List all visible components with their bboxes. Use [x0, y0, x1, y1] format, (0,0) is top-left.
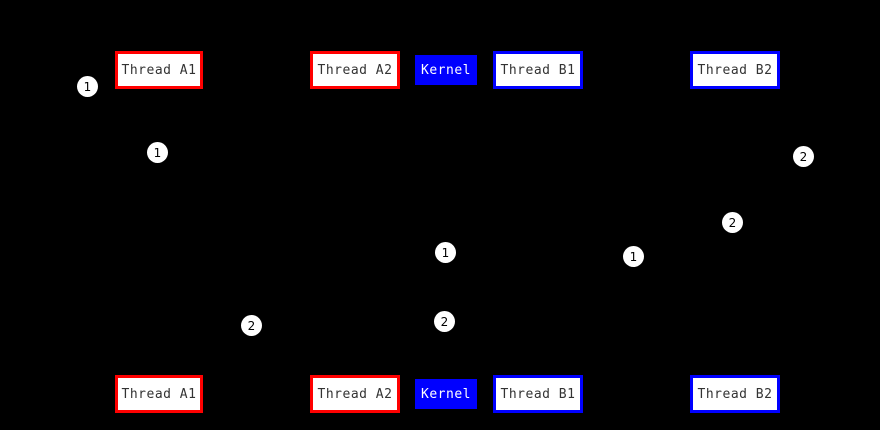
participant-thread-a2-bottom[interactable]: Thread A2	[310, 375, 400, 413]
participant-thread-a1-bottom[interactable]: Thread A1	[115, 375, 203, 413]
lifeline-thread-a1	[159, 89, 160, 375]
stub-bottom-thread-a2	[354, 372, 356, 375]
message-arrow-3	[355, 322, 446, 323]
stub-top-thread-b2	[734, 88, 736, 91]
step-badge-1a: 1	[77, 76, 98, 97]
step-number: 1	[83, 79, 92, 94]
participant-kernel-bottom[interactable]: Kernel	[415, 379, 477, 409]
participant-label: Thread B2	[697, 386, 773, 402]
participant-kernel-top[interactable]: Kernel	[415, 55, 477, 85]
lifeline-kernel	[446, 89, 447, 375]
step-badge-1d: 1	[623, 246, 644, 267]
step-number: 1	[629, 249, 638, 264]
participant-label: Thread A2	[317, 386, 393, 402]
step-badge-2c: 2	[434, 311, 455, 332]
step-number: 1	[441, 245, 450, 260]
stub-top-thread-b1	[537, 88, 539, 91]
step-number: 2	[247, 318, 256, 333]
stub-bottom-thread-b2	[734, 372, 736, 375]
participant-thread-a2-top[interactable]: Thread A2	[310, 51, 400, 89]
participant-thread-b1-top[interactable]: Thread B1	[493, 51, 583, 89]
step-number: 1	[153, 145, 162, 160]
step-number: 2	[440, 314, 449, 329]
step-badge-2d: 2	[241, 315, 262, 336]
step-badge-2a: 2	[793, 146, 814, 167]
stub-bottom-thread-a1	[158, 372, 160, 375]
stub-bottom-kernel	[445, 372, 447, 375]
participant-label: Thread A2	[317, 62, 393, 78]
participant-label: Thread A1	[121, 386, 197, 402]
step-badge-2b: 2	[722, 212, 743, 233]
participant-label: Thread B1	[500, 386, 576, 402]
stub-bottom-thread-b1	[537, 372, 539, 375]
lifeline-thread-a2	[355, 89, 356, 375]
participant-thread-a1-top[interactable]: Thread A1	[115, 51, 203, 89]
stub-top-thread-a1	[158, 88, 160, 91]
participant-thread-b2-top[interactable]: Thread B2	[690, 51, 780, 89]
participant-thread-b1-bottom[interactable]: Thread B1	[493, 375, 583, 413]
message-arrow-4	[446, 253, 538, 254]
step-number: 2	[728, 215, 737, 230]
participant-thread-b2-bottom[interactable]: Thread B2	[690, 375, 780, 413]
stub-top-kernel	[445, 88, 447, 91]
step-badge-1b: 1	[147, 142, 168, 163]
step-badge-1c: 1	[435, 242, 456, 263]
stub-top-thread-a2	[354, 88, 356, 91]
participant-label: Thread A1	[121, 62, 197, 78]
participant-label: Thread B1	[500, 62, 576, 78]
step-number: 2	[799, 149, 808, 164]
participant-label: Kernel	[421, 386, 471, 402]
participant-label: Thread B2	[697, 62, 773, 78]
message-arrow-2	[446, 322, 735, 323]
lifeline-thread-b1	[538, 89, 539, 375]
message-arrow-1	[159, 253, 446, 254]
participant-label: Kernel	[421, 62, 471, 78]
